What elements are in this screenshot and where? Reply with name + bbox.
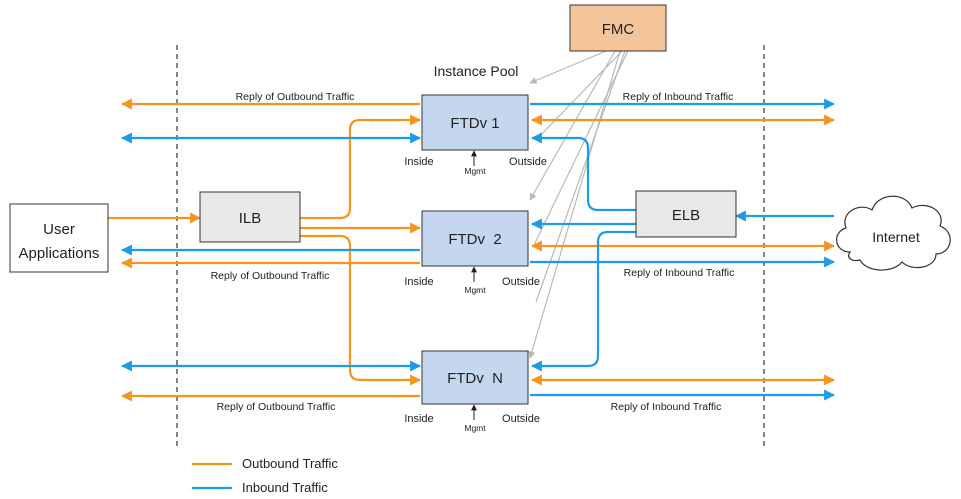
ilb-node: ILB [199, 191, 301, 243]
ftdv1-inside-label: Inside [404, 156, 433, 168]
ftdvn-label: FTDv N [447, 370, 503, 387]
reply-inbound-label-2: Reply of Inbound Traffic [624, 267, 735, 279]
legend-outbound-label: Outbound Traffic [242, 456, 338, 471]
internet-cloud: Internet [836, 195, 951, 271]
ftdv2-mgmt-label: Mgmt [464, 285, 486, 295]
ilb-label: ILB [239, 210, 262, 227]
inbound-traffic-paths [120, 98, 836, 401]
outbound-traffic-paths [108, 98, 836, 402]
ftdvn-outside-label: Outside [502, 413, 540, 425]
reply-outbound-label-3: Reply of Outbound Traffic [217, 401, 336, 413]
ftdv1-outside-label: Outside [509, 156, 547, 168]
ftdv2-ports: Inside Outside Mgmt [404, 266, 540, 295]
traffic-labels: Reply of Outbound Traffic Reply of Outbo… [211, 91, 735, 413]
ftdv2-node: FTDv 2 [421, 210, 529, 267]
reply-inbound-label-1: Reply of Inbound Traffic [623, 91, 734, 103]
ftdvn-node: FTDv N [421, 350, 529, 405]
reply-inbound-label-3: Reply of Inbound Traffic [611, 401, 722, 413]
instance-pool-title: Instance Pool [434, 63, 519, 79]
ftdv2-outside-label: Outside [502, 276, 540, 288]
elb-node: ELB [635, 190, 737, 238]
legend-inbound-label: Inbound Traffic [242, 480, 328, 495]
legend: Outbound Traffic Inbound Traffic [192, 456, 338, 495]
ftdv1-label: FTDv 1 [450, 115, 499, 132]
ftdv1-ports: Inside Outside Mgmt [404, 150, 547, 176]
ftdv1-mgmt-label: Mgmt [464, 166, 486, 176]
user-applications-node: User Applications [9, 203, 109, 273]
fmc-node: FMC [569, 4, 667, 52]
ftdv2-inside-label: Inside [404, 276, 433, 288]
user-applications-line2: Applications [19, 245, 100, 262]
fmc-management-links [528, 50, 629, 359]
ftdv1-node: FTDv 1 [421, 94, 529, 151]
elb-label: ELB [672, 207, 700, 224]
ftdvn-mgmt-label: Mgmt [464, 423, 486, 433]
user-applications-line1: User [43, 221, 75, 238]
internet-label: Internet [872, 229, 920, 245]
ftdvn-ports: Inside Outside Mgmt [404, 404, 540, 433]
ftdvn-inside-label: Inside [404, 413, 433, 425]
reply-outbound-label-2: Reply of Outbound Traffic [211, 270, 330, 282]
ftdv2-label: FTDv 2 [448, 231, 501, 248]
fmc-label: FMC [602, 21, 635, 38]
reply-outbound-label-1: Reply of Outbound Traffic [236, 91, 355, 103]
